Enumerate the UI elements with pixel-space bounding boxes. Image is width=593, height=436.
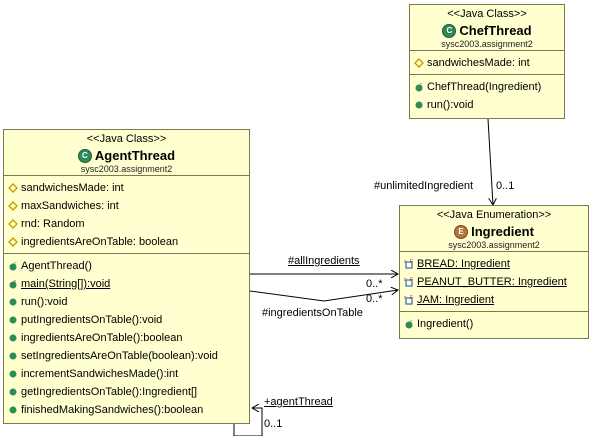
svg-text:c: c xyxy=(14,261,17,267)
class-name: C AgentThread xyxy=(4,148,249,164)
operation-row: run():void xyxy=(410,96,564,114)
unlimited-ingredient-multiplicity: 0..1 xyxy=(496,180,515,192)
chef-thread-header: <<Java Class>> C ChefThread sysc2003.ass… xyxy=(410,5,564,50)
public-method-icon xyxy=(9,388,17,396)
public-method-icon xyxy=(9,334,17,342)
public-method-icon xyxy=(9,316,17,324)
ingredient-header: <<Java Enumeration>> E Ingredient sysc20… xyxy=(400,206,588,251)
svg-text:s: s xyxy=(404,259,407,265)
operation-row: getIngredientsOnTable():Ingredient[] xyxy=(4,383,249,401)
svg-text:F: F xyxy=(410,295,413,301)
package-label: sysc2003.assignment2 xyxy=(448,240,540,250)
class-name: C ChefThread xyxy=(410,23,564,39)
protected-field-icon xyxy=(414,58,424,68)
chef-thread-class[interactable]: <<Java Class>> C ChefThread sysc2003.ass… xyxy=(409,4,565,119)
svg-text:F: F xyxy=(410,277,413,283)
protected-field-icon xyxy=(8,219,18,229)
public-method-icon xyxy=(9,352,17,360)
attribute-row: sandwichesMade: int xyxy=(410,54,564,72)
operation-row: c AgentThread() xyxy=(4,257,249,275)
edge-ingredients-on-table xyxy=(249,290,398,302)
constructor-icon: c xyxy=(405,319,413,329)
class-icon: C xyxy=(442,24,457,38)
stereotype-label: <<Java Class>> xyxy=(447,8,527,20)
operations-compartment: c ChefThread(Ingredient) run():void xyxy=(410,74,564,116)
package-label: sysc2003.assignment2 xyxy=(441,39,533,49)
attribute-row: sandwichesMade: int xyxy=(4,179,249,197)
ingredient-enum[interactable]: <<Java Enumeration>> E Ingredient sysc20… xyxy=(399,205,589,339)
svg-text:s: s xyxy=(14,279,17,285)
all-ingredients-role: #allIngredients xyxy=(288,255,360,267)
agent-thread-header: <<Java Class>> C AgentThread sysc2003.as… xyxy=(4,130,249,175)
svg-text:c: c xyxy=(410,319,413,325)
attribute-row: maxSandwiches: int xyxy=(4,197,249,215)
attributes-compartment: sandwichesMade: int maxSandwiches: int r… xyxy=(4,175,249,253)
class-icon: C xyxy=(77,149,92,163)
enum-icon: E xyxy=(454,225,469,239)
agent-thread-self-multiplicity: 0..1 xyxy=(264,418,283,430)
constructor-icon: c xyxy=(9,261,17,271)
svg-text:F: F xyxy=(410,259,413,265)
operations-compartment: c Ingredient() xyxy=(400,311,588,335)
attribute-row: rnd: Random xyxy=(4,215,249,233)
unlimited-ingredient-role: #unlimitedIngredient xyxy=(374,180,474,192)
package-label: sysc2003.assignment2 xyxy=(80,164,173,174)
operation-row: s main(String[]):void xyxy=(4,275,249,293)
agent-thread-class[interactable]: <<Java Class>> C AgentThread sysc2003.as… xyxy=(3,129,250,424)
operation-row: ingredientsAreOnTable():boolean xyxy=(4,329,249,347)
operations-compartment: c AgentThread() s main(String[]):void ru… xyxy=(4,253,249,421)
edge-self-agent-thread xyxy=(233,408,263,436)
static-method-icon: s xyxy=(9,279,17,289)
attribute-row: ingredientsAreOnTable: boolean xyxy=(4,233,249,251)
attributes-compartment: sandwichesMade: int xyxy=(410,50,564,74)
svg-text:c: c xyxy=(420,82,423,88)
protected-field-icon xyxy=(8,201,18,211)
svg-text:s: s xyxy=(404,277,407,283)
all-ingredients-multiplicity: 0..* xyxy=(366,278,383,290)
operation-row: run():void xyxy=(4,293,249,311)
operation-row: setIngredientsAreOnTable(boolean):void xyxy=(4,347,249,365)
public-method-icon xyxy=(9,370,17,378)
ingredients-on-table-multiplicity: 0..* xyxy=(366,293,383,305)
edge-chef-to-ingredient xyxy=(487,118,493,205)
operation-row: finishedMakingSandwiches():boolean xyxy=(4,401,249,419)
enum-name: E Ingredient xyxy=(400,224,588,240)
public-method-icon xyxy=(415,101,423,109)
public-method-icon xyxy=(9,298,17,306)
operation-row: c ChefThread(Ingredient) xyxy=(410,78,564,96)
constructor-icon: c xyxy=(415,82,423,92)
agent-thread-self-role: +agentThread xyxy=(264,396,333,408)
operation-row: c Ingredient() xyxy=(400,315,588,333)
public-method-icon xyxy=(9,406,17,414)
stereotype-label: <<Java Class>> xyxy=(86,133,167,145)
operation-row: incrementSandwichesMade():int xyxy=(4,365,249,383)
ingredients-on-table-role: #ingredientsOnTable xyxy=(262,307,363,319)
protected-field-icon xyxy=(8,237,18,247)
stereotype-label: <<Java Enumeration>> xyxy=(436,209,552,221)
svg-text:s: s xyxy=(404,295,407,301)
operation-row: putIngredientsOnTable():void xyxy=(4,311,249,329)
protected-field-icon xyxy=(8,183,18,193)
